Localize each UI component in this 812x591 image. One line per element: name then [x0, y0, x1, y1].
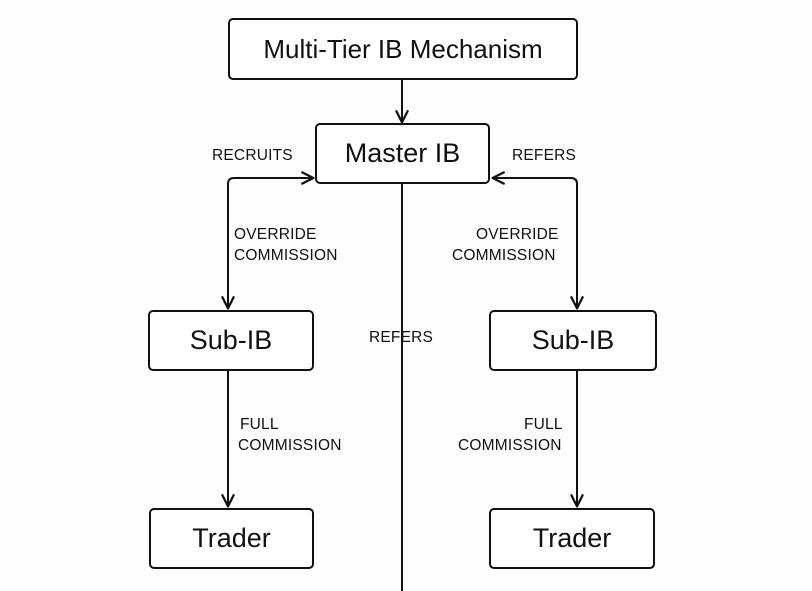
recruits-label: RECRUITS [212, 145, 293, 166]
trader-right-node: Trader [489, 508, 655, 569]
full-left-line1: FULL [240, 416, 279, 433]
full-commission-right-label: FULL COMMISSION [458, 414, 563, 456]
sub-ib-right-label: Sub-IB [531, 325, 615, 355]
trader-left-label: Trader [192, 523, 271, 553]
sub-ib-left-label: Sub-IB [189, 325, 273, 355]
override-left-line2: COMMISSION [234, 247, 338, 264]
sub-ib-right-node: Sub-IB [489, 310, 657, 371]
full-commission-left-label: FULL COMMISSION [238, 414, 342, 456]
diagram-title: Multi-Tier IB Mechanism [228, 18, 578, 80]
refers-top-text: REFERS [512, 147, 577, 164]
override-commission-left-label: OVERRIDE COMMISSION [234, 224, 338, 266]
full-right-line1: FULL [524, 416, 563, 433]
full-left-line2: COMMISSION [238, 437, 342, 454]
refers-top-label: REFERS [512, 145, 576, 166]
refers-middle-text: REFERS [369, 329, 434, 346]
full-right-line2: COMMISSION [458, 437, 562, 454]
override-right-line1: OVERRIDE [476, 226, 559, 243]
override-commission-right-label: OVERRIDE COMMISSION [452, 224, 559, 266]
override-left-line1: OVERRIDE [234, 226, 317, 243]
master-sub-left-connector [221, 171, 315, 310]
master-ib-node: Master IB [315, 123, 490, 184]
trader-right-label: Trader [532, 523, 612, 553]
recruits-text: RECRUITS [212, 147, 293, 164]
master-sub-right-connector [491, 171, 584, 310]
diagram-title-text: Multi-Tier IB Mechanism [263, 33, 543, 64]
sub-ib-left-node: Sub-IB [148, 310, 314, 371]
trader-left-node: Trader [149, 508, 314, 569]
master-ib-label: Master IB [344, 138, 461, 168]
refers-middle-label: REFERS [369, 327, 433, 348]
override-right-line2: COMMISSION [452, 247, 556, 264]
